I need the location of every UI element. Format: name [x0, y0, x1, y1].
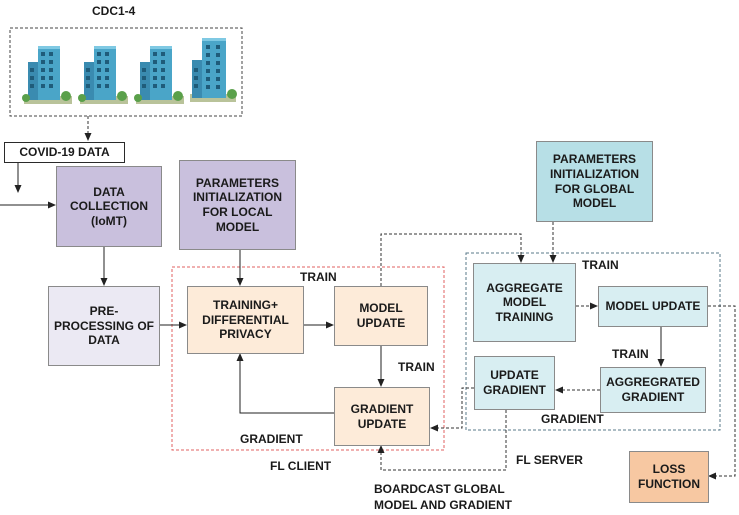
node-line: PROCESSING OF [53, 318, 154, 333]
node-line: GRADIENT [350, 401, 414, 416]
node-line: FUNCTION [638, 477, 700, 491]
node-line: GRADIENT [483, 383, 546, 397]
node-line: GRADIENT [621, 390, 685, 404]
edge-modelupdate-loss [708, 305, 736, 480]
broadcast-label-line2: MODEL AND GRADIENT [374, 498, 512, 512]
node-line: UPDATE [357, 416, 407, 431]
edge-gradient-training [236, 353, 334, 414]
train-label-client: TRAIN [300, 270, 337, 284]
building-icon [134, 46, 184, 104]
train-label-server-mid: TRAIN [612, 347, 649, 361]
node-line: MODEL [215, 219, 260, 234]
node-line: PRE- [89, 304, 119, 319]
node-line: UPDATE [490, 368, 539, 383]
building-icon [78, 46, 128, 104]
edge-model-aggregate [380, 233, 525, 286]
node-line: TRAINING+ [212, 298, 278, 313]
node-line: LOSS [652, 462, 686, 477]
gradient-label-server: GRADIENT [541, 412, 604, 426]
fl-server-region [465, 252, 721, 431]
node-line: MODEL UPDATE [605, 299, 701, 314]
node-line: PARAMETERS [552, 152, 637, 167]
node-line: DATA [93, 184, 125, 199]
cdc-label: CDC1-4 [92, 4, 136, 18]
node-line: INITIALIZATION [549, 166, 640, 181]
fl-client-region [171, 266, 445, 451]
node-line: UPDATE [356, 316, 406, 330]
node-line: MODEL [359, 301, 403, 316]
cdc-buildings [22, 38, 237, 104]
building-icon [190, 38, 237, 102]
node-line: TRAINING [495, 309, 554, 324]
node-line: PARAMETERS [195, 175, 280, 190]
cdc-region [9, 27, 243, 117]
node-line: AGGREGRATED [606, 375, 700, 390]
fl-server-label: FL SERVER [516, 453, 583, 467]
node-line: MODEL [572, 196, 617, 211]
node-line: (IoMT) [91, 213, 127, 228]
node-line: AGGREGATE [486, 280, 563, 295]
node-line: INITIALIZATION [192, 190, 283, 205]
node-line: DIFFERENTIAL [202, 312, 289, 327]
broadcast-label-line1: BOARDCAST GLOBAL [374, 482, 505, 496]
edge-update-gradientupdate [430, 387, 474, 432]
gradient-label-client: GRADIENT [240, 432, 303, 446]
train-label-mid: TRAIN [398, 360, 435, 374]
node-line: DATA [88, 333, 120, 348]
node-line: MODEL [502, 295, 547, 310]
edge-broadcast [377, 410, 507, 471]
node-line: COLLECTION [70, 199, 148, 214]
covid-data-box: COVID-19 DATA [4, 142, 125, 163]
fl-client-label: FL CLIENT [270, 459, 332, 473]
node-line: FOR GLOBAL [554, 181, 635, 196]
model-update-server-box: MODEL UPDATE [598, 286, 708, 327]
building-icon [22, 46, 72, 104]
train-label-server-top: TRAIN [582, 258, 619, 272]
node-line: PRIVACY [219, 327, 272, 342]
node-line: FOR LOCAL [202, 205, 273, 219]
